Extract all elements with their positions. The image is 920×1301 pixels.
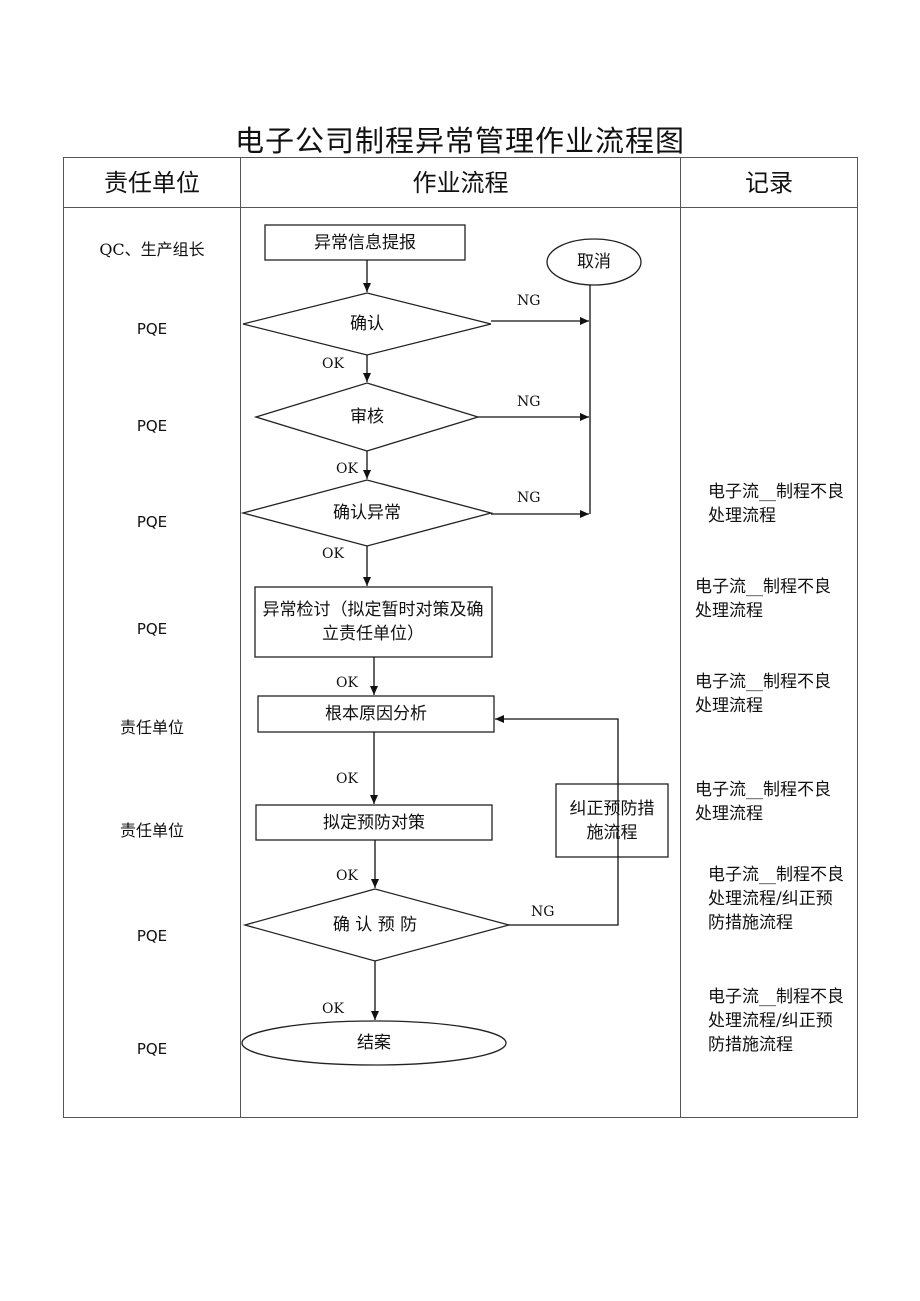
role-pqe-confirm-abnormal: PQE (136, 513, 168, 531)
ng-label: NG (531, 904, 555, 920)
connectors (363, 260, 619, 1020)
ok-label: OK (322, 1001, 344, 1017)
corrective-flow-label: 纠正预防措施流程 (569, 798, 655, 843)
header-record: 记录 (745, 169, 793, 197)
ok-label: OK (336, 868, 358, 884)
confirm-abnormal-diamond (240, 479, 494, 547)
report-box (264, 224, 466, 261)
review-abnormal-label: 异常检讨（拟定暂时对策及确立责任单位） (262, 600, 484, 644)
role-responsible-unit-prevent: 责任单位 (119, 821, 184, 840)
role-pqe-confirm: PQE (136, 320, 168, 338)
page-title: 电子公司制程异常管理作业流程图 (234, 124, 685, 158)
prevent-plan-label: 拟定预防对策 (323, 812, 425, 833)
record-2: 电子流__制程不良处理流程 (695, 577, 831, 621)
ok-label: OK (322, 546, 344, 562)
header-flow: 作业流程 (412, 169, 509, 197)
record-4: 电子流__制程不良处理流程 (695, 780, 831, 824)
cancel-terminal (546, 238, 642, 286)
ok-label: OK (336, 771, 358, 787)
record-1: 电子流__制程不良处理流程 (708, 482, 844, 526)
confirm-prevent-label: 确 认 预 防 (332, 915, 418, 935)
prevent-plan-box (255, 804, 493, 841)
role-qc-production-leader: QC、生产组长 (99, 240, 205, 259)
ok-label: OK (336, 461, 358, 477)
ng-label: NG (517, 490, 541, 506)
confirm-abnormal-label: 确认异常 (333, 503, 401, 523)
role-pqe-review-abnormal: PQE (136, 620, 168, 638)
close-terminal (241, 1020, 507, 1066)
cancel-label: 取消 (577, 252, 611, 272)
ng-label: NG (517, 394, 541, 410)
confirm-diamond (242, 292, 492, 356)
record-6: 电子流__制程不良处理流程/纠正预防措施流程 (708, 987, 844, 1055)
role-pqe-review: PQE (136, 417, 168, 435)
record-5: 电子流__制程不良处理流程/纠正预防措施流程 (708, 865, 844, 933)
role-pqe-confirm-prevent: PQE (136, 927, 168, 945)
header-unit: 责任单位 (104, 169, 200, 197)
table-grid (63, 157, 858, 1118)
review-abnormal-box (254, 586, 493, 658)
report-label: 异常信息提报 (314, 232, 416, 253)
close-label: 结案 (357, 1033, 391, 1053)
ok-label: OK (322, 356, 344, 372)
confirm-label: 确认 (350, 314, 384, 334)
role-pqe-close: PQE (136, 1040, 168, 1058)
role-responsible-unit-root-cause: 责任单位 (119, 718, 184, 737)
root-cause-label: 根本原因分析 (325, 704, 427, 724)
ng-label: NG (517, 293, 541, 309)
ok-label: OK (336, 675, 358, 691)
record-3: 电子流__制程不良处理流程 (695, 672, 831, 716)
corrective-flow-box (555, 783, 669, 858)
review-label: 审核 (350, 407, 384, 427)
root-cause-box (257, 695, 495, 733)
